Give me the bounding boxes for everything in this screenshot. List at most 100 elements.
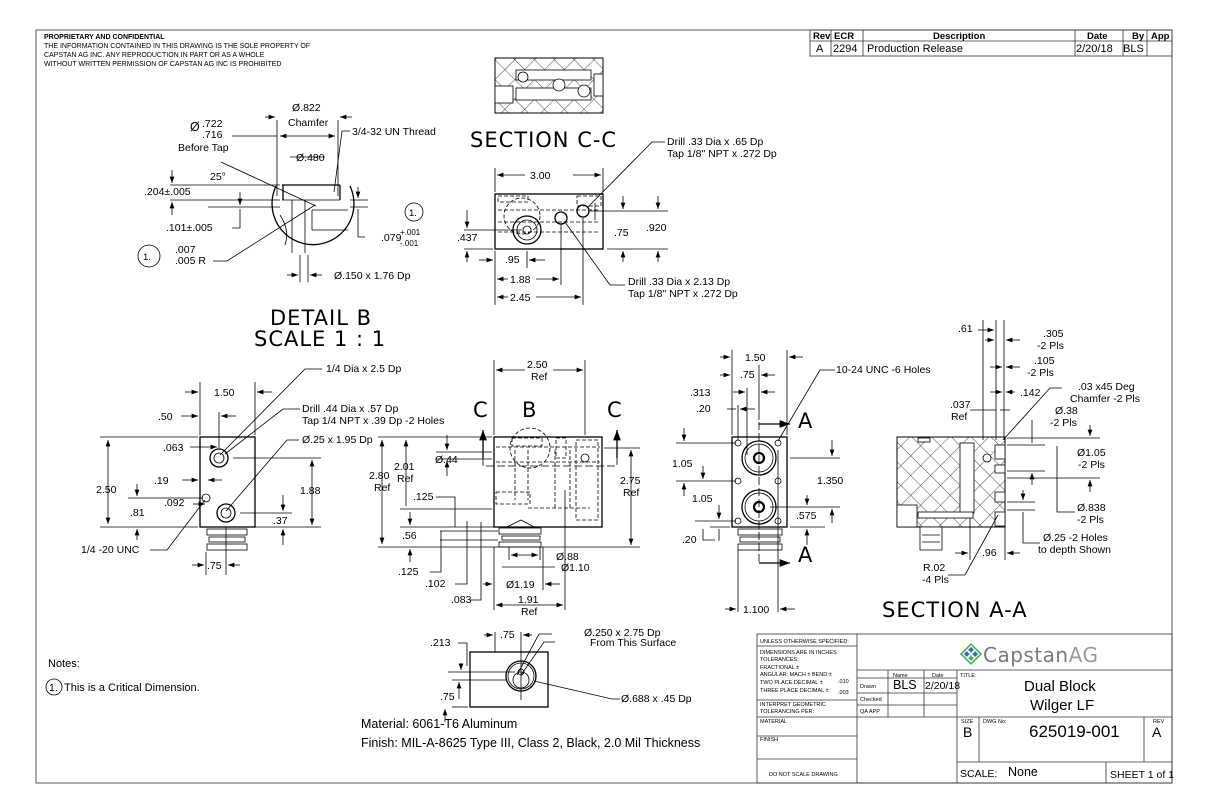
dim-front-063: .063 (163, 442, 184, 454)
dim-side-102: .102 (425, 578, 446, 590)
dim-101: .101±.005 (166, 222, 213, 234)
callout-tap-quarter-npt: Tap 1/4 NPT x .39 Dp -2 Holes (302, 415, 444, 427)
dim-aa-61: .61 (958, 323, 973, 335)
notes-title: Notes: (48, 658, 80, 670)
tb-dims-inches: DIMENSIONS ARE IN INCHES (760, 650, 837, 656)
right-view: A A 1.50 .75 .313 .20 1.05 1.05 .20 (672, 350, 931, 616)
tb-finish: FINISH (760, 737, 778, 743)
tb-date-header: Date (932, 673, 944, 679)
dim-right-75: .75 (740, 369, 755, 381)
note-text: This is a Critical Dimension. (64, 682, 200, 694)
tb-size-label: SIZE (961, 719, 974, 725)
dim-cc-920: .920 (646, 222, 667, 234)
revision-table: Rev ECR Description Date By App A 2294 P… (809, 29, 1173, 57)
section-letter-c-left: C (473, 398, 489, 422)
dim-aa-dia-105-pls: -2 Pls (1078, 459, 1105, 471)
dim-before-tap-lower: .716 (202, 129, 223, 141)
dim-side-2-75-ref: Ref (623, 487, 639, 499)
callout-bottom-from-surface: From This Surface (590, 637, 676, 649)
dim-side-2-50-ref: Ref (531, 371, 547, 383)
tb-scale-label: SCALE: (960, 768, 997, 780)
tb-drawn-label: Drawn (860, 684, 876, 690)
dim-side-125a: .125 (413, 491, 434, 503)
side-view: C B C 2.50 Ref 2.80 Ref 2.01 Ref Ø.44 .1… (369, 359, 641, 618)
dim-side-2-80: 2.80 (369, 470, 390, 482)
dim-angle-25: 25° (210, 171, 226, 183)
dim-thread: 3/4-32 UN Thread (352, 126, 436, 138)
dim-bottom-75-top: .75 (500, 629, 515, 641)
bottom-view: .75 .213 .75 Ø.250 x 2.75 Dp From This S… (430, 627, 692, 722)
app-header: App (1151, 31, 1170, 42)
tb-tolerances: TOLERANCES: (760, 657, 799, 663)
dim-front-19: .19 (154, 475, 169, 487)
dim-side-2-01-ref: Ref (397, 473, 413, 485)
dim-cc-1-88: 1.88 (510, 274, 531, 286)
revision-row: A 2294 Production Release 2/20/18 BLS (816, 43, 1144, 55)
dim-side-dia-88: Ø.88 (556, 551, 579, 563)
callout-aa-dia-25-1: Ø.25 -2 Holes (1043, 532, 1108, 544)
dim-side-083: .083 (451, 594, 472, 606)
dim-079-minus: -.001 (400, 239, 419, 248)
dim-front-1-50: 1.50 (214, 387, 235, 399)
dim-bottom-213: .213 (430, 637, 451, 649)
tb-three-place-val: .003 (838, 690, 849, 696)
material-note: Material: 6061-T6 Aluminum (361, 717, 517, 731)
dim-drill-150: Ø.150 x 1.76 Dp (334, 270, 411, 282)
dim-aa-305: .305 (1043, 328, 1064, 340)
dim-front-75: .75 (207, 560, 222, 572)
top-view: 3.00 .437 .95 1.88 2.45 .75 .920 Drill .… (457, 136, 777, 305)
dim-radius-lower: .005 R (175, 255, 206, 267)
tb-drawn-date: 2/20/18 (925, 680, 960, 692)
detail-b-circle (271, 185, 355, 246)
callout-tap-65: Tap 1/8" NPT x .272 Dp (667, 148, 777, 160)
tb-fractional: FRACTIONAL ± (760, 665, 799, 671)
dim-204: .204±.005 (144, 186, 191, 198)
detail-b-scale: SCALE 1 : 1 (254, 327, 386, 351)
dim-front-81: .81 (130, 507, 145, 519)
callout-10-24-unc: 10-24 UNC -6 Holes (836, 364, 931, 376)
tb-interpret-2: TOLERANCING PER: (760, 709, 814, 715)
section-c-c-label: SECTION C-C (470, 128, 617, 152)
dim-aa-105-pls: -2 Pls (1027, 367, 1054, 379)
drawing-number: 625019-001 (1029, 722, 1120, 741)
dim-dia-480: Ø.480 (296, 152, 325, 164)
date-header: Date (1087, 31, 1108, 42)
dim-aa-142: .142 (1020, 387, 1041, 399)
dim-before-tap-upper: .722 (202, 118, 223, 130)
callout-bottom-dia-250: Ø.250 x 2.75 Dp (584, 627, 661, 639)
dim-cc-2-45: 2.45 (510, 292, 531, 304)
dim-aa-037: .037 (950, 399, 971, 411)
section-a-a-label: SECTION A-A (882, 598, 1028, 622)
dim-cc-437: .437 (457, 232, 478, 244)
callout-drill-44: Drill .44 Dia x .57 Dp (302, 403, 398, 415)
tb-drawn-name: BLS (893, 678, 917, 692)
section-c-c-view: SECTION C-C (470, 57, 617, 152)
dim-side-56: .56 (402, 530, 417, 542)
detail-b-label: DETAIL B (270, 306, 372, 330)
dim-cc-3-00: 3.00 (530, 170, 551, 182)
logo-diamond-icon (959, 642, 983, 666)
callout-tap-213: Tap 1/8" NPT x .272 Dp (628, 288, 738, 300)
dim-chamfer-label: Chamfer (288, 117, 329, 129)
dim-side-125b: .125 (398, 566, 419, 578)
tb-three-place: THREE PLACE DECIMAL ± (760, 688, 829, 694)
dim-079-plus: +.001 (400, 228, 421, 237)
section-letter-c-right: C (607, 398, 623, 422)
capstan-logo: CapstanAG (959, 642, 1098, 667)
tb-two-place-val: .010 (838, 679, 849, 685)
dim-079: .079 (381, 232, 402, 244)
dim-front-50: .50 (158, 411, 173, 423)
sheet-border (35, 29, 1173, 784)
callout-dia-25: Ø.25 x 1.95 Dp (302, 434, 373, 446)
proprietary-line: WITHOUT WRITTEN PERMISSION OF CAPSTAN AG… (44, 61, 281, 68)
finish-note: Finish: MIL-A-8625 Type III, Class 2, Bl… (361, 736, 700, 750)
tb-rev-label: REV (1153, 719, 1165, 725)
dim-aa-r02: R.02 (923, 562, 945, 574)
by-header: By (1132, 31, 1145, 42)
ecr-cell: 2294 (833, 43, 857, 55)
tb-sheet: SHEET 1 of 1 (1110, 769, 1174, 781)
callout-aa-chamfer-1: .03 x45 Deg (1078, 381, 1135, 393)
dim-cc-95: .95 (505, 254, 520, 266)
